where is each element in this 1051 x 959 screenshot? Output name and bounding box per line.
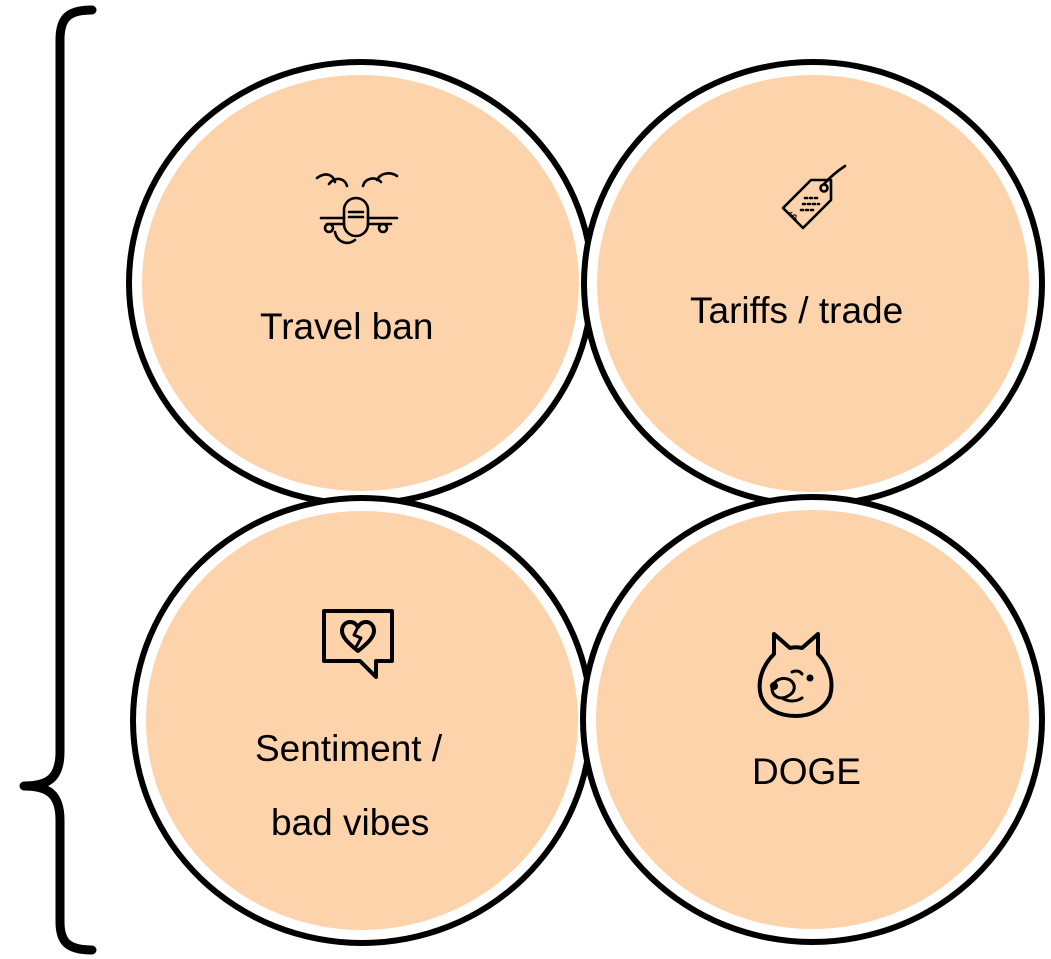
broken-heart-message-icon bbox=[322, 609, 394, 679]
circle-doge bbox=[596, 510, 1029, 929]
label-doge: DOGE bbox=[752, 751, 861, 792]
label-travel-ban: Travel ban bbox=[260, 306, 434, 347]
label-tariffs-trade: Tariffs / trade bbox=[690, 290, 904, 331]
label-sentiment-line-1: Sentiment / bbox=[255, 728, 443, 769]
shiba-dog-icon bbox=[757, 632, 834, 718]
circle-travel-ban bbox=[142, 75, 579, 491]
circle-sentiment-bad-vibes bbox=[146, 511, 578, 930]
svg-text:$: $ bbox=[785, 208, 800, 223]
label-sentiment-line-2: bad vibes bbox=[271, 802, 430, 843]
circle-tariffs-trade bbox=[597, 75, 1029, 492]
airplane-clouds-icon bbox=[315, 172, 399, 245]
price-tag-icon: $ bbox=[781, 164, 847, 230]
left-curly-brace-icon bbox=[19, 5, 97, 955]
